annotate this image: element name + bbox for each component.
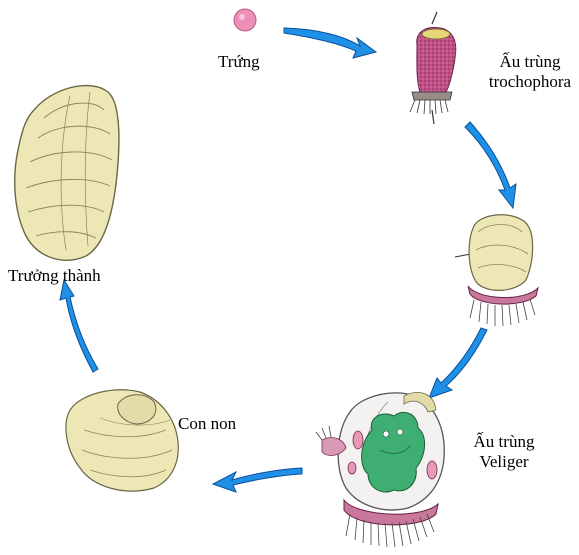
label-egg: Trứng [218, 52, 260, 72]
label-trochophora: Ấu trùng trochophora [482, 52, 578, 92]
label-trochophora-line2: trochophora [482, 72, 578, 92]
arrow-egg-to-trochophora [284, 28, 376, 58]
label-trochophora-line1: Ấu trùng [482, 52, 578, 72]
juvenile-illustration [66, 390, 178, 491]
label-veliger: Ấu trùng Veliger [462, 432, 546, 472]
early-veliger-illustration [455, 215, 538, 326]
arrow-early-to-veliger [429, 328, 487, 398]
label-veliger-line1: Ấu trùng [462, 432, 546, 452]
veliger-illustration [316, 392, 444, 547]
arrow-juvenile-to-adult [60, 280, 98, 372]
arrow-trochophora-to-veliger-early [465, 122, 516, 208]
trochophora-illustration [410, 12, 456, 124]
adult-oyster-illustration [15, 86, 119, 261]
arrow-veliger-to-juvenile [213, 468, 302, 492]
label-veliger-line2: Veliger [462, 452, 546, 472]
label-juvenile: Con non [178, 414, 236, 434]
egg-illustration [234, 9, 256, 31]
label-adult: Trưởng thành [8, 266, 101, 286]
